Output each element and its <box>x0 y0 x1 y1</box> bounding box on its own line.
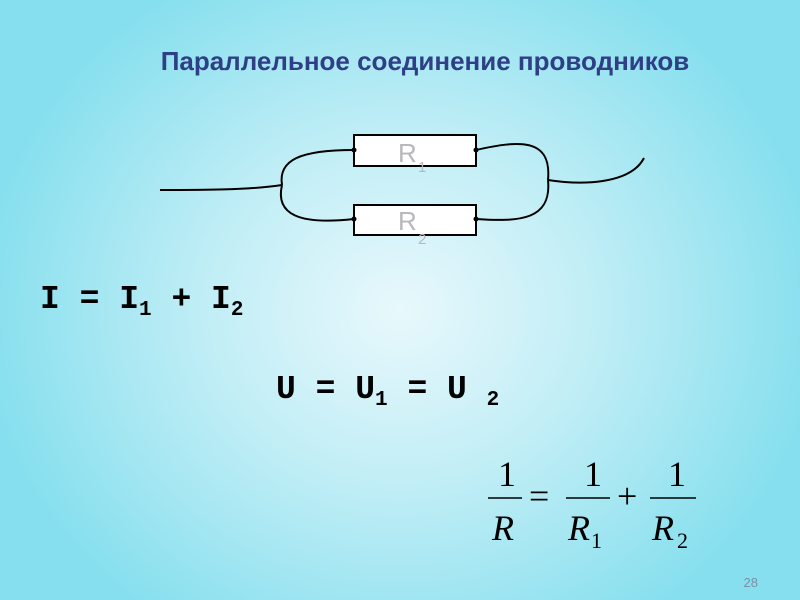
voltage-u1-subscript: 1 <box>375 389 388 412</box>
frac-plus-sign: + <box>617 476 637 516</box>
voltage-formula: U = U1 = U 2 <box>276 371 499 411</box>
voltage-u2-subscript: 2 <box>486 389 500 412</box>
right-junction-wire <box>475 142 550 221</box>
left-lead-wire <box>159 184 283 191</box>
terminal-dot <box>351 147 357 153</box>
terminal-dot <box>473 147 479 153</box>
frac-total-numerator: 1 <box>498 454 516 494</box>
resistance-formula: 1 R = 1 R 1 + 1 R 2 <box>488 454 696 553</box>
voltage-eq-text: = U <box>387 371 487 408</box>
left-junction-wire <box>279 149 355 222</box>
frac-r2-subscript: 2 <box>677 528 688 553</box>
resistor-r1-letter: R <box>398 138 417 168</box>
slide-title: Параллельное соединение проводников <box>160 46 690 76</box>
frac-r2-numerator: 1 <box>668 454 686 494</box>
frac-r2-denominator: R <box>651 508 674 548</box>
slide-number: 28 <box>743 575 758 590</box>
frac-r1-subscript: 1 <box>591 528 602 553</box>
terminal-dot <box>351 216 357 222</box>
current-formula: I = I1 + I2 <box>40 281 243 321</box>
current-total-text: I = I <box>40 281 140 318</box>
resistor-r2-index: 2 <box>418 231 426 248</box>
current-i1-subscript: 1 <box>139 299 152 322</box>
terminal-dot <box>473 216 479 222</box>
voltage-total-text: U = U <box>276 371 376 408</box>
frac-r1-numerator: 1 <box>584 454 602 494</box>
right-lead-wire <box>547 157 645 184</box>
current-i2-subscript: 2 <box>230 299 244 322</box>
frac-r1-denominator: R <box>567 508 590 548</box>
frac-equals-sign: = <box>529 476 549 516</box>
resistor-r1-index: 1 <box>418 159 426 176</box>
current-plus-text: + I <box>151 281 231 318</box>
resistor-r2-letter: R <box>398 206 417 236</box>
frac-total-denominator: R <box>491 508 514 548</box>
